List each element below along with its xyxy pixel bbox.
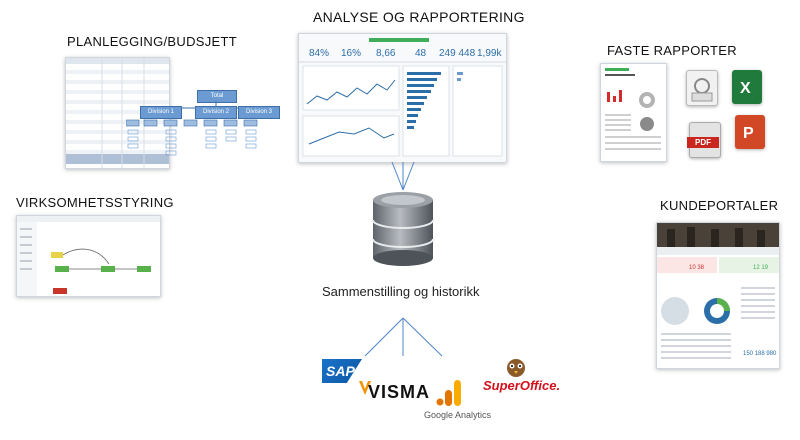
sap-logo: SAP	[322, 359, 362, 383]
process-flow-thumbnail	[16, 215, 161, 297]
heading-planlegging: PLANLEGGING/BUDSJETT	[67, 34, 237, 49]
excel-file-icon: X	[732, 70, 762, 104]
visma-logo: VISMA	[368, 382, 431, 402]
heading-kundeportaler: KUNDEPORTALER	[660, 198, 779, 213]
google-analytics-logo: Google Analytics	[424, 410, 492, 420]
heading-analyse: ANALYSE OG RAPPORTERING	[313, 9, 525, 25]
org-total-box: Total	[197, 90, 237, 103]
kpi-2: 16%	[341, 48, 362, 59]
kpi-1: 84%	[309, 48, 330, 59]
svg-text:10 38: 10 38	[689, 265, 705, 271]
kpi-4: 48	[415, 48, 427, 59]
pdf-file-icon: PDF	[687, 122, 721, 158]
kpi-5: 249 448	[439, 48, 476, 59]
org-subunits	[126, 119, 258, 156]
visma-mark-icon	[358, 380, 372, 396]
svg-text:12 19: 12 19	[753, 265, 769, 271]
kpi-3: 8,66	[376, 48, 396, 59]
budget-table-graphic	[66, 58, 169, 168]
org-division-3: Division 3	[238, 106, 280, 119]
superoffice-mascot-icon	[507, 359, 525, 377]
heading-faste-rapporter: FASTE RAPPORTER	[607, 43, 737, 58]
portal-total: 150 188 980	[743, 351, 777, 357]
email-file-icon	[686, 70, 718, 106]
superoffice-logo: SuperOffice.	[483, 378, 561, 393]
fixed-report-thumbnail	[600, 63, 667, 162]
kpi-6: 1,99k	[477, 48, 502, 59]
process-flow-graphic	[17, 216, 160, 296]
google-analytics-icon	[436, 380, 461, 406]
svg-text:P: P	[743, 125, 754, 142]
fixed-report-graphic	[601, 64, 666, 161]
customer-portal-thumbnail: 10 38 12 19 150 188 980	[656, 222, 780, 369]
analyse-dashboard-thumbnail: 84% 16% 8,66 48 249 448 1,99k	[298, 33, 507, 163]
arrows-from-sources	[364, 317, 443, 357]
customer-portal-graphic: 10 38 12 19	[657, 223, 779, 368]
arrow-to-analyse	[391, 161, 415, 191]
heading-virksomhetsstyring: VIRKSOMHETSSTYRING	[16, 195, 174, 210]
pdf-label: PDF	[687, 137, 719, 148]
svg-text:X: X	[740, 80, 751, 97]
analyse-dashboard-graphic	[299, 34, 506, 162]
database-icon	[372, 192, 434, 266]
powerpoint-file-icon: P	[735, 115, 765, 149]
org-division-2: Division 2	[195, 106, 237, 119]
center-label: Sammenstilling og historikk	[322, 284, 480, 299]
org-division-1: Division 1	[140, 106, 182, 119]
